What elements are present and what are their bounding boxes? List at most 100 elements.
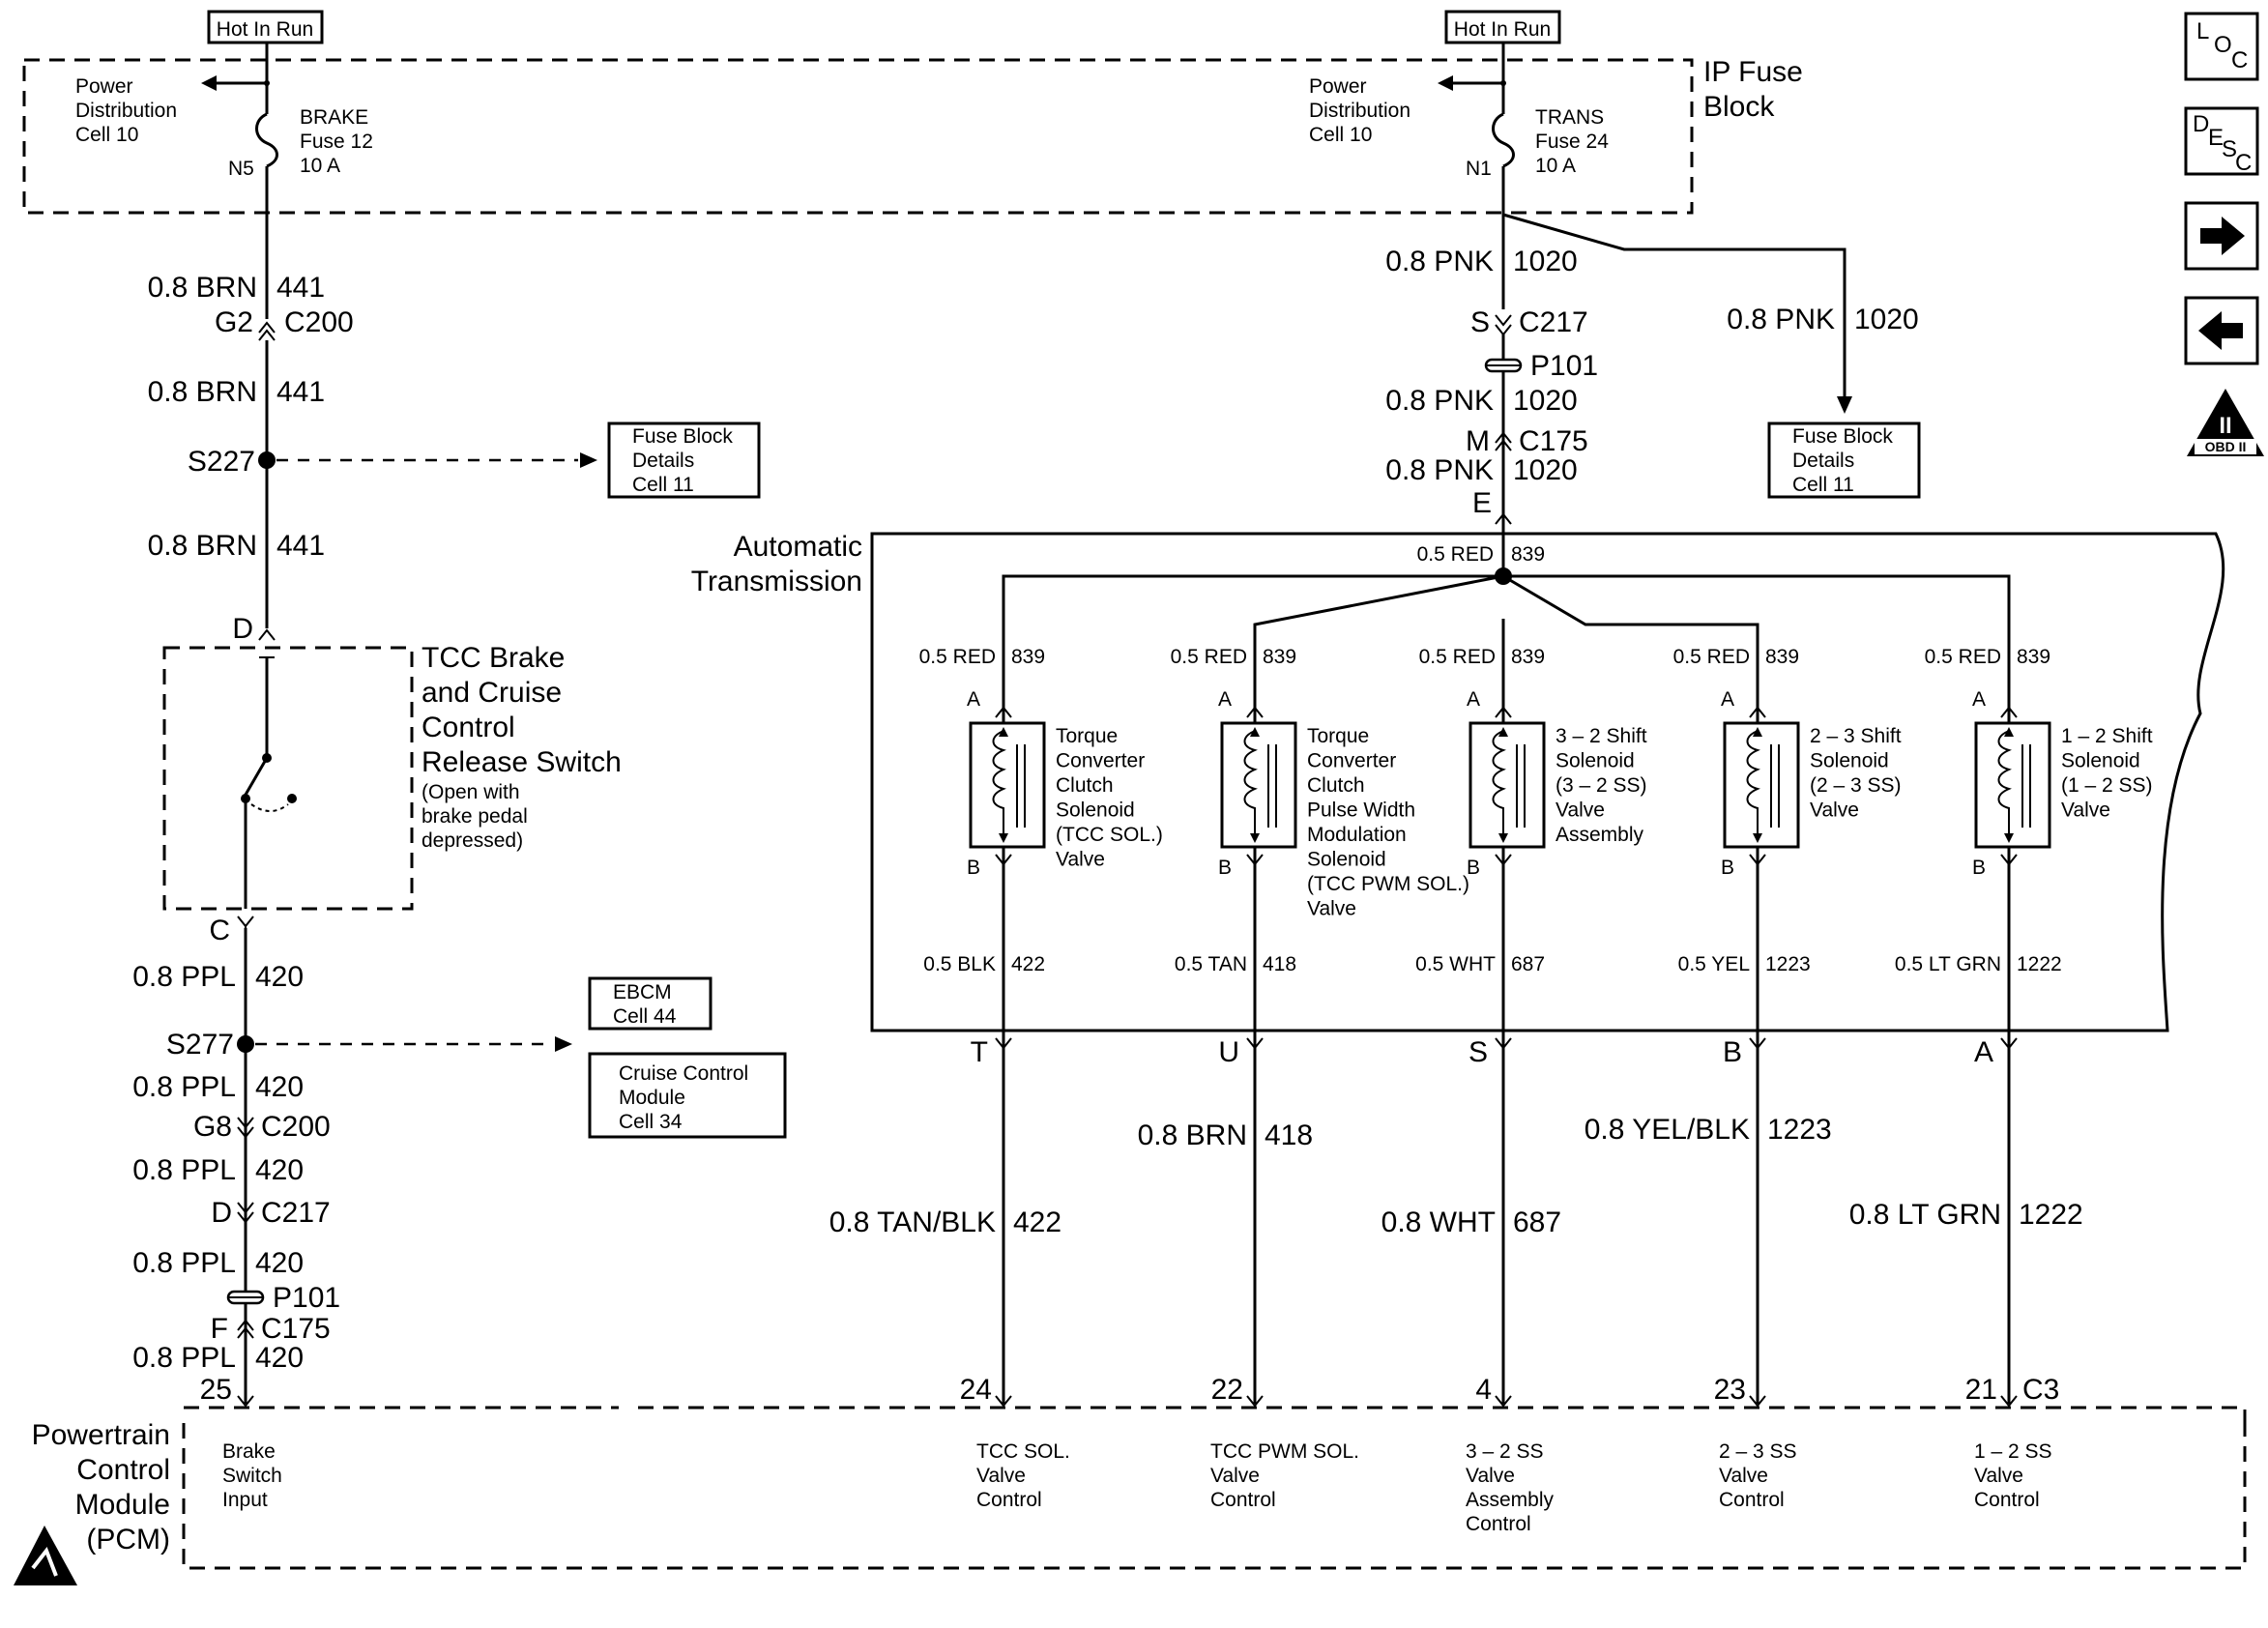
pcm-function: TCC SOL. bbox=[976, 1440, 1070, 1463]
pin-b-label: B bbox=[1972, 857, 1986, 879]
next-page-button[interactable] bbox=[2184, 201, 2259, 271]
pcm-pin-symbol bbox=[1246, 1395, 1264, 1408]
pcm-function: Control bbox=[1719, 1489, 1785, 1511]
solenoid-name: Assembly bbox=[1556, 824, 1644, 846]
pin-b-symbol bbox=[995, 854, 1012, 866]
pcm-wire-label: 0.8 LT GRN bbox=[1849, 1199, 2001, 1231]
solenoid-body bbox=[969, 721, 1046, 849]
switch-note: brake pedal bbox=[422, 805, 528, 828]
connector-pin: S bbox=[1470, 306, 1490, 338]
pcm: Powertrain Control Module (PCM) Brake Sw… bbox=[14, 1374, 2247, 1585]
cruise-control-ref[interactable] bbox=[588, 1052, 787, 1139]
solenoid-name: Modulation bbox=[1307, 824, 1407, 846]
switch-name: Release Switch bbox=[422, 746, 622, 778]
ref-text: Details bbox=[632, 450, 694, 472]
pcm-pin: 23 bbox=[1714, 1374, 1746, 1406]
circuit-number: 420 bbox=[255, 1342, 304, 1374]
power-dist-text: Cell 10 bbox=[1309, 124, 1372, 146]
switch-name: TCC Brake bbox=[422, 642, 565, 674]
solenoid-body bbox=[1723, 721, 1800, 849]
wire-color-label: 0.8 BRN bbox=[148, 376, 257, 408]
solenoid-body bbox=[1468, 721, 1546, 849]
pcm-function: 3 – 2 SS bbox=[1466, 1440, 1544, 1463]
connector-name: C175 bbox=[261, 1313, 331, 1345]
pin-a-label: A bbox=[967, 688, 980, 711]
connector-symbol bbox=[258, 321, 276, 341]
wire-color-label: 0.8 PPL bbox=[132, 1154, 236, 1186]
feed-wire-label: 0.5 RED bbox=[1673, 646, 1750, 668]
solenoid-name: Pulse Width bbox=[1307, 799, 1415, 822]
wire-color-label: 0.8 PPL bbox=[132, 961, 236, 993]
connector-name: C200 bbox=[284, 306, 354, 338]
solenoid-name: 3 – 2 Shift bbox=[1556, 725, 1647, 747]
coil-arrow-icon bbox=[1498, 833, 1508, 843]
splice-name: S227 bbox=[188, 446, 255, 478]
solenoid-name: Solenoid bbox=[1810, 750, 1889, 772]
trans-connector-symbol bbox=[995, 1037, 1012, 1050]
pin-b-label: B bbox=[1467, 857, 1480, 879]
splice-dot bbox=[237, 1035, 254, 1053]
pcm-pin-symbol bbox=[995, 1395, 1012, 1408]
solenoid-name: (1 – 2 SS) bbox=[2061, 774, 2153, 797]
fuse-block-details-ref-right[interactable] bbox=[1767, 422, 1921, 499]
pcm-function: Valve bbox=[1719, 1465, 1768, 1487]
esd-hand-icon bbox=[31, 1546, 58, 1577]
pin-b-symbol bbox=[2000, 854, 2018, 866]
fuse-label: 10 A bbox=[300, 155, 340, 177]
trans-connector-pin: T bbox=[971, 1036, 988, 1068]
coil-arrow-icon bbox=[999, 727, 1008, 737]
solenoid-name: Valve bbox=[2061, 799, 2110, 822]
location-button[interactable]: L O C bbox=[2184, 12, 2259, 81]
pcm-function: 2 – 3 SS bbox=[1719, 1440, 1797, 1463]
bus-839 bbox=[1002, 574, 2011, 619]
solenoid-body bbox=[1974, 721, 2051, 849]
ebcm-ref[interactable] bbox=[588, 976, 712, 1031]
wire-color-label: 0.8 BRN bbox=[148, 272, 257, 304]
solenoid-name: Solenoid bbox=[1556, 750, 1635, 772]
ref-text: Details bbox=[1792, 450, 1854, 472]
fuse-symbol bbox=[255, 112, 278, 168]
output-circuit-label: 687 bbox=[1511, 953, 1545, 975]
pcm-wire-label: 0.8 YEL/BLK bbox=[1585, 1114, 1750, 1146]
ref-text: EBCM bbox=[613, 981, 672, 1003]
arrow-right-icon bbox=[555, 1036, 572, 1052]
solenoid-name: Solenoid bbox=[2061, 750, 2140, 772]
trans-connector-pin: U bbox=[1218, 1036, 1239, 1068]
fuse-block-details-ref-left[interactable] bbox=[607, 422, 761, 499]
fuse-label: BRAKE bbox=[300, 106, 368, 129]
solenoid-body bbox=[1220, 721, 1297, 849]
wire-color-label: 0.8 PPL bbox=[132, 1247, 236, 1279]
solenoid-coil-icon bbox=[1746, 730, 1760, 839]
solenoid-coil-icon bbox=[1243, 730, 1258, 839]
pin-b-symbol bbox=[1749, 854, 1766, 866]
pcm-function: Brake bbox=[222, 1440, 276, 1463]
previous-page-button[interactable] bbox=[2184, 296, 2259, 365]
feed-circuit-label: 839 bbox=[1011, 646, 1045, 668]
ref-text: Cell 44 bbox=[613, 1005, 677, 1028]
description-button[interactable]: D E S C bbox=[2184, 106, 2259, 176]
output-circuit-label: 422 bbox=[1011, 953, 1045, 975]
pcm-circuit-label: 687 bbox=[1513, 1206, 1561, 1238]
pin-a-symbol bbox=[1749, 706, 1766, 718]
pin-a-symbol bbox=[1495, 706, 1512, 718]
circuit-number: 441 bbox=[276, 376, 325, 408]
connector-symbol bbox=[258, 628, 276, 658]
passthrough-name: P101 bbox=[273, 1282, 340, 1314]
obd-ii-button[interactable]: II OBD II bbox=[2187, 389, 2264, 456]
pcm-outline-top bbox=[638, 1406, 2247, 1423]
pcm-circuit-label: 418 bbox=[1265, 1119, 1313, 1151]
feed-wire-label: 0.5 RED bbox=[919, 646, 996, 668]
transmission-outline bbox=[870, 532, 2225, 1032]
pcm-function: Switch bbox=[222, 1465, 282, 1487]
feed-circuit-label: 839 bbox=[2017, 646, 2050, 668]
pin-b-label: B bbox=[967, 857, 980, 879]
desc-letter: E bbox=[2208, 125, 2224, 151]
trans-connector-symbol bbox=[1749, 1037, 1766, 1050]
pcm-function: Input bbox=[222, 1489, 268, 1511]
solenoid-name: (TCC SOL.) bbox=[1056, 824, 1163, 846]
switch-blade bbox=[244, 757, 269, 796]
trans-connector-pin: S bbox=[1468, 1036, 1488, 1068]
solenoid-name: 1 – 2 Shift bbox=[2061, 725, 2153, 747]
trans-connector-symbol bbox=[1495, 1037, 1512, 1050]
